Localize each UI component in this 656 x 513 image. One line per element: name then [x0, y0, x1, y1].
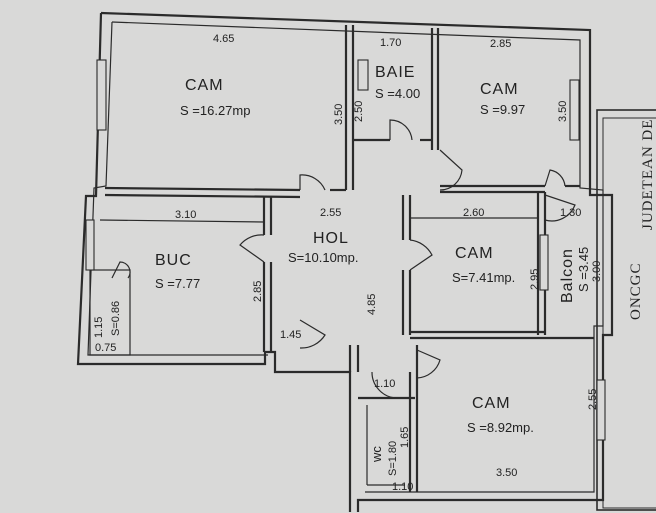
dim-wc-top: 1.10: [374, 378, 395, 390]
room-wc-name: wc: [369, 446, 384, 463]
stamp-text-2: JUDETEAN DE: [640, 119, 656, 230]
dim-cam-mid-w: 2.60: [463, 207, 484, 219]
dim-buc-h: 2.85: [252, 281, 264, 302]
room-baie-area: S =4.00: [375, 86, 420, 101]
room-hol-name: HOL: [313, 230, 349, 247]
dim-cam-ne-h: 3.50: [557, 101, 569, 122]
room-cam-main-area: S =16.27mp: [180, 103, 250, 118]
dim-hol-h: 4.85: [366, 294, 378, 315]
dim-top-cam-ne: 2.85: [490, 38, 511, 50]
dim-cam-main-h: 3.50: [333, 104, 345, 125]
room-buc-area: S =7.77: [155, 276, 200, 291]
room-labels: CAM S =16.27mp BAIE S =4.00 CAM S =9.97 …: [110, 64, 591, 476]
dim-pantry-w: 0.75: [95, 342, 116, 354]
stamp: ONCGC JUDETEAN DE: [596, 109, 656, 511]
dim-balcon-w: 1.30: [560, 207, 581, 219]
dim-baie-h: 2.50: [353, 101, 365, 122]
dim-hol-door: 1.45: [280, 329, 301, 341]
room-cam-se-area: S =8.92mp.: [467, 420, 534, 435]
dim-cam-mid-h: 2.95: [529, 269, 541, 290]
room-pantry-area: S=0.86: [110, 301, 122, 336]
outer-walls: [76, 11, 614, 512]
dim-top-baie: 1.70: [380, 37, 401, 49]
dimension-labels: 4.65 1.70 2.85 3.50 2.50 3.50 3.10 2.55 …: [93, 33, 603, 493]
dim-balcon-h: 3.00: [591, 261, 603, 282]
dim-wc-h: 1.65: [399, 427, 411, 448]
room-cam-mid-area: S=7.41mp.: [452, 270, 515, 285]
dim-cam-se-w: 3.50: [496, 467, 517, 479]
dim-cam-se-h: 2.55: [587, 389, 599, 410]
room-baie-name: BAIE: [375, 64, 415, 81]
windows: [85, 59, 606, 441]
stamp-text-1: ONCGC: [628, 262, 644, 320]
dim-buc-w: 3.10: [175, 209, 196, 221]
dim-hol-w: 2.55: [320, 207, 341, 219]
interior-walls: [89, 25, 594, 492]
dim-wc-bottom: 1.10: [392, 481, 413, 493]
room-balcon-name: Balcon: [559, 248, 576, 303]
room-buc-name: BUC: [155, 252, 192, 269]
room-wc-area: S=1.80: [387, 441, 399, 476]
room-cam-mid-name: CAM: [455, 245, 494, 262]
doors: [111, 119, 576, 399]
dim-pantry-h: 1.15: [93, 317, 105, 338]
room-balcon-area: S =3.45: [576, 247, 591, 292]
room-hol-area: S=10.10mp.: [288, 250, 358, 265]
room-cam-ne-area: S =9.97: [480, 102, 525, 117]
dim-top-cam: 4.65: [213, 33, 234, 45]
room-cam-se-name: CAM: [472, 395, 511, 412]
room-cam-ne-name: CAM: [480, 81, 519, 98]
room-cam-main-name: CAM: [185, 77, 224, 94]
